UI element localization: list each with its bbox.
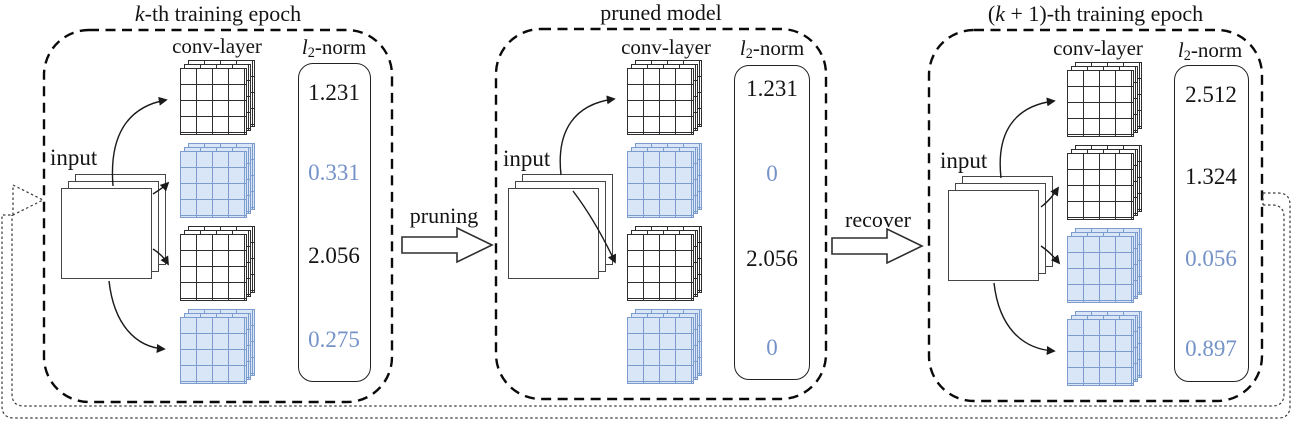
input-map-layer xyxy=(508,188,599,279)
panel3-conv-layer-label: conv-layer xyxy=(1053,36,1143,60)
norm-value: 0 xyxy=(766,161,778,186)
panel3-title-math: k xyxy=(995,1,1005,26)
input-map-layer xyxy=(948,190,1039,281)
panel1-conv-layer-label: conv-layer xyxy=(172,34,262,58)
panel2-input-label: input xyxy=(503,146,551,171)
recover-label: recover xyxy=(845,207,911,232)
pruned-conv-filter xyxy=(180,143,256,219)
panel3-input-label: input xyxy=(940,148,988,173)
panel1-title-post: -th training epoch xyxy=(144,1,302,26)
panel3-title-post: + 1)-th training epoch xyxy=(1004,1,1204,26)
panel1-l2-norm-label: l2-norm xyxy=(301,35,367,62)
norm-value: 1.324 xyxy=(1185,164,1237,189)
conv-filter xyxy=(1067,62,1143,138)
panel1-input-feature-maps xyxy=(61,174,167,280)
pruned-conv-filter xyxy=(1067,311,1143,387)
pruning-label: pruning xyxy=(409,203,479,228)
conv-filter xyxy=(627,226,703,302)
panel1-title: k-th training epoch xyxy=(44,1,392,26)
norm-value: 0.331 xyxy=(308,160,360,185)
panel3-title-pre: ( xyxy=(987,1,996,26)
panel1-title-math: k xyxy=(134,1,145,26)
pruned-conv-filter xyxy=(627,143,703,219)
norm-value: 2.056 xyxy=(746,246,798,271)
panel2-l2-norm-label: l2-norm xyxy=(739,36,805,63)
pruned-conv-filter xyxy=(1067,228,1143,304)
recover-arrow-icon xyxy=(831,227,924,265)
panel3-norm-column xyxy=(1174,65,1249,382)
pruned-conv-filter xyxy=(627,309,703,385)
conv-filter xyxy=(180,226,256,302)
panel2-title-post: pruned model xyxy=(600,0,722,25)
panel3-title: (k + 1)-th training epoch xyxy=(929,1,1262,26)
norm-value: 0 xyxy=(766,335,778,360)
pruning-arrow-icon xyxy=(401,226,494,264)
norm-value: 0.056 xyxy=(1185,246,1237,271)
conv-filter xyxy=(180,60,256,136)
conv-filter xyxy=(1067,145,1143,221)
norm-value: 2.512 xyxy=(1185,82,1237,107)
pruned-conv-filter xyxy=(180,309,256,385)
panel3-input-feature-maps xyxy=(948,176,1054,282)
panel2-input-feature-maps xyxy=(508,174,614,280)
norm-value: 1.231 xyxy=(308,80,360,105)
conv-filter xyxy=(627,60,703,136)
feedback-arrowhead-icon xyxy=(12,184,45,216)
panel3-l2-norm-label: l2-norm xyxy=(1177,38,1243,65)
norm-value: 0.897 xyxy=(1185,336,1237,361)
panel2-norm-column xyxy=(734,65,810,380)
input-map-layer xyxy=(61,188,152,279)
norm-value: 1.231 xyxy=(746,76,798,101)
panel2-title: pruned model xyxy=(496,0,826,25)
panel1-input-label: input xyxy=(50,145,98,170)
norm-value: 2.056 xyxy=(308,243,360,268)
norm-value: 0.275 xyxy=(308,327,360,352)
